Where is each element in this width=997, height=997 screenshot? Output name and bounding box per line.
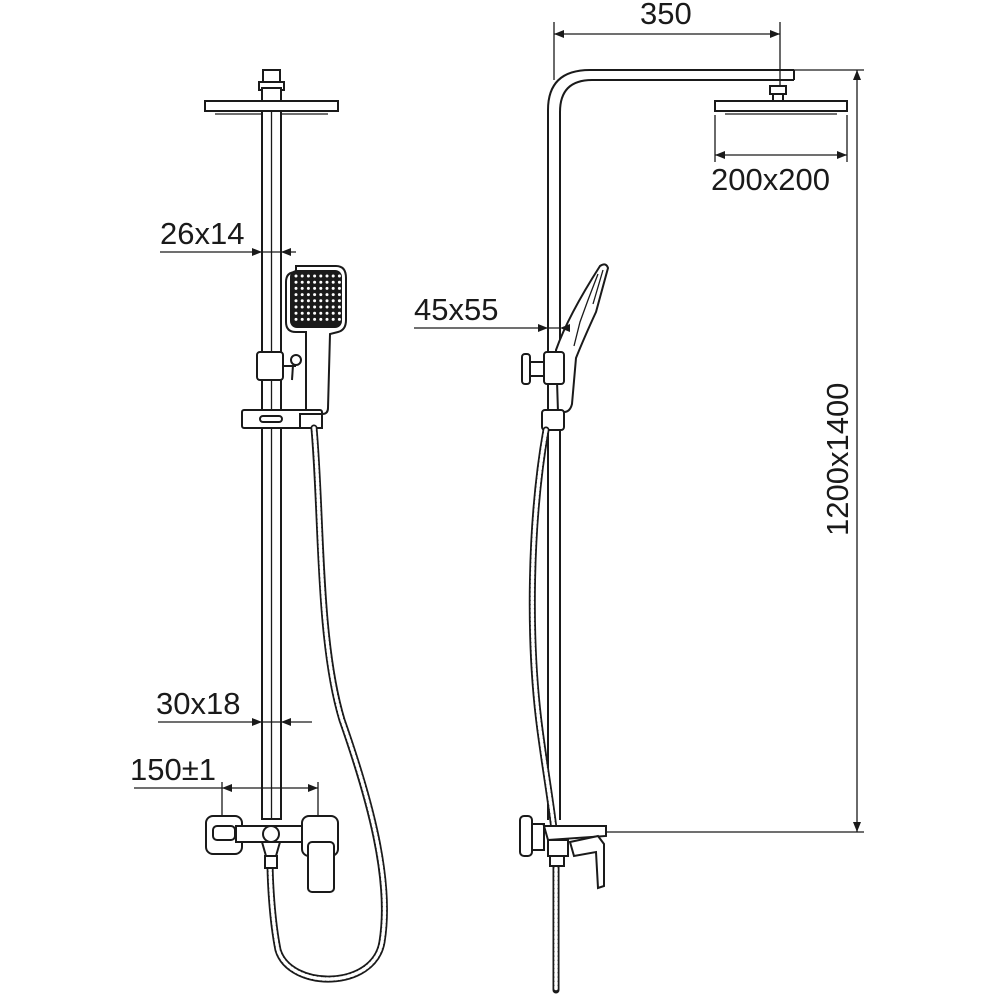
nozzle-dot	[306, 311, 310, 315]
nozzle-dot	[306, 280, 310, 284]
nozzle-dot	[306, 286, 310, 290]
nozzle-dot	[313, 274, 317, 278]
nozzle-dot	[319, 280, 323, 284]
nozzle-dot	[306, 293, 310, 297]
nozzle-dot	[319, 293, 323, 297]
nozzle-dot	[300, 280, 304, 284]
front-rail-section-dimension: 26x14	[160, 216, 296, 256]
nozzle-dot	[337, 280, 341, 284]
front-overhead-shower	[204, 69, 339, 115]
nozzle-dot	[331, 280, 335, 284]
nozzle-dot	[331, 274, 335, 278]
nozzle-dot	[331, 286, 335, 290]
side-overhead-size-dimension: 200x200	[711, 115, 848, 197]
nozzle-dot	[331, 299, 335, 303]
nozzle-dot	[337, 293, 341, 297]
nozzle-dot	[337, 274, 341, 278]
side-overhead-shower	[714, 100, 848, 115]
nozzle-dot	[319, 274, 323, 278]
nozzle-dot	[300, 293, 304, 297]
dim-label-handshower-size: 45x55	[414, 292, 498, 327]
front-hand-shower	[285, 265, 347, 415]
front-shower-hose	[266, 424, 388, 983]
front-rail-bottom-dimension: 30x18	[156, 686, 312, 726]
nozzle-dot	[337, 305, 341, 309]
nozzle-dot	[294, 286, 298, 290]
nozzle-dot	[306, 274, 310, 278]
nozzle-dot	[313, 311, 317, 315]
nozzle-dot	[306, 305, 310, 309]
front-view: 26x14 30x	[130, 69, 388, 983]
nozzle-dot	[306, 317, 310, 321]
front-hose-holder	[241, 409, 323, 429]
nozzle-dot	[325, 311, 329, 315]
nozzle-dot	[337, 317, 341, 321]
nozzle-dot	[300, 286, 304, 290]
nozzle-dot	[337, 311, 341, 315]
side-height-dimension: 1200x1400	[580, 69, 864, 833]
nozzle-dot	[313, 305, 317, 309]
nozzle-dot	[325, 274, 329, 278]
nozzle-dot	[325, 305, 329, 309]
front-slide-rail	[261, 110, 282, 820]
nozzle-dot	[337, 286, 341, 290]
dim-label-rail-section-bottom: 30x18	[156, 686, 240, 721]
side-hose-holder	[541, 409, 565, 431]
dim-label-mixer-center: 150±1	[130, 752, 216, 787]
nozzle-dot	[325, 293, 329, 297]
side-shower-hose	[528, 426, 560, 994]
nozzle-dot	[337, 299, 341, 303]
nozzle-dot	[294, 274, 298, 278]
nozzle-dot	[319, 311, 323, 315]
nozzle-dot	[313, 293, 317, 297]
nozzle-dot	[331, 305, 335, 309]
nozzle-dot	[325, 299, 329, 303]
dim-label-arm-length: 350	[640, 0, 692, 31]
nozzle-dot	[319, 286, 323, 290]
nozzle-dot	[300, 299, 304, 303]
nozzle-dot	[294, 280, 298, 284]
side-slider-knob	[521, 351, 565, 385]
nozzle-dot	[300, 305, 304, 309]
nozzle-dot	[300, 311, 304, 315]
nozzle-dot	[319, 317, 323, 321]
side-handshower-size-dimension: 45x55	[414, 292, 570, 332]
nozzle-dot	[313, 299, 317, 303]
side-hand-shower	[554, 263, 610, 413]
hand-shower-nozzle-grid	[294, 274, 341, 321]
nozzle-dot	[300, 274, 304, 278]
front-mixer-center-dimension: 150±1	[130, 752, 319, 816]
side-view: 350 200x200	[414, 0, 864, 994]
nozzle-dot	[300, 317, 304, 321]
front-slider-bracket	[256, 351, 302, 381]
side-arm-length-dimension: 350	[553, 0, 781, 90]
nozzle-dot	[294, 311, 298, 315]
dim-label-overhead-size: 200x200	[711, 162, 830, 197]
nozzle-dot	[294, 305, 298, 309]
nozzle-dot	[294, 293, 298, 297]
nozzle-dot	[325, 286, 329, 290]
dim-label-height-range: 1200x1400	[820, 383, 855, 536]
nozzle-dot	[319, 299, 323, 303]
nozzle-dot	[294, 317, 298, 321]
nozzle-dot	[325, 317, 329, 321]
side-rail-and-arm	[547, 69, 795, 820]
front-mixer	[205, 815, 339, 893]
nozzle-dot	[331, 311, 335, 315]
nozzle-dot	[325, 280, 329, 284]
nozzle-dot	[319, 305, 323, 309]
nozzle-dot	[331, 293, 335, 297]
nozzle-dot	[306, 299, 310, 303]
nozzle-dot	[313, 286, 317, 290]
nozzle-dot	[331, 317, 335, 321]
nozzle-dot	[313, 317, 317, 321]
nozzle-dot	[294, 299, 298, 303]
side-mixer	[519, 815, 607, 890]
dim-label-rail-section-top: 26x14	[160, 216, 244, 251]
nozzle-dot	[313, 280, 317, 284]
